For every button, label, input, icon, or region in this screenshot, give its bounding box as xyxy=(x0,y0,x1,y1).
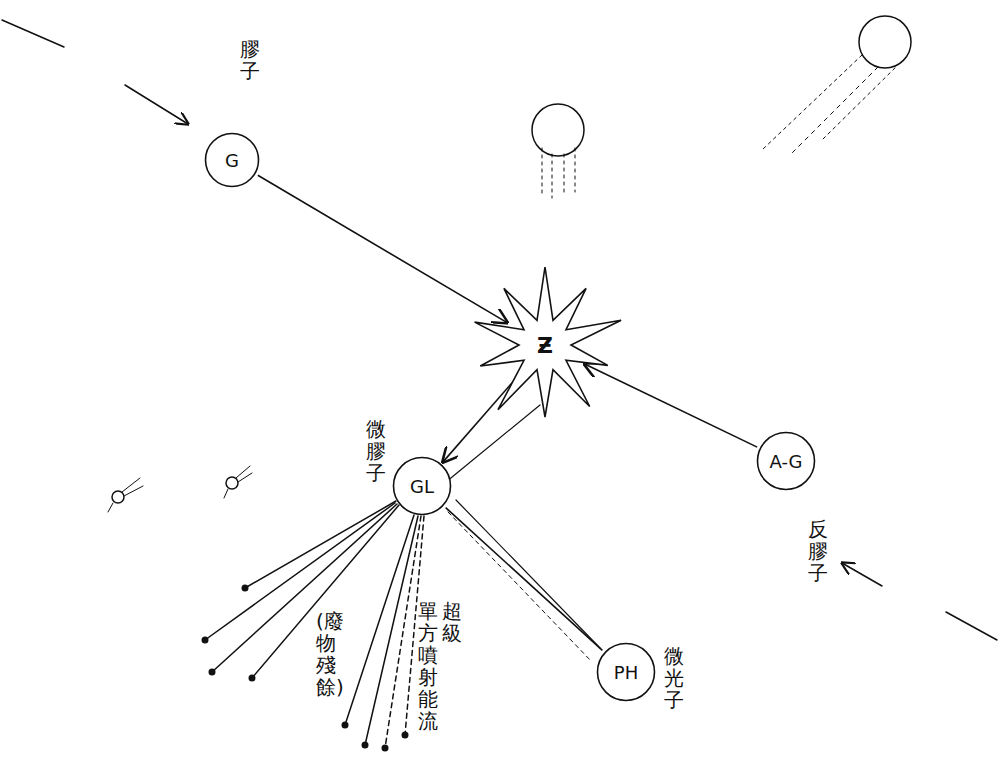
cylinder-particle xyxy=(762,16,911,155)
particle-name: 微光子 xyxy=(664,645,684,711)
track-arrow xyxy=(125,85,188,124)
particle-name: 反膠子 xyxy=(808,518,828,584)
jet-label: 單方噴射能流 xyxy=(418,600,438,732)
comet xyxy=(224,466,252,498)
particle-track xyxy=(446,508,603,651)
particle-circle: GL微膠子 xyxy=(392,456,452,516)
double-stroke xyxy=(448,512,592,662)
collision-star: Ƶ xyxy=(465,265,625,425)
jet-label: (廢物殘餘) xyxy=(316,610,336,698)
comet xyxy=(108,478,143,512)
particle-name: 膠子 xyxy=(240,38,260,82)
jet-label: 超級 xyxy=(442,600,462,644)
track-line xyxy=(2,20,64,47)
particle-symbol: G xyxy=(225,150,239,171)
particle-track xyxy=(585,364,758,447)
double-stroke xyxy=(456,500,600,648)
track-arrow xyxy=(842,563,882,586)
particle-circle: A-G反膠子 xyxy=(756,431,816,491)
particle-symbol: A-G xyxy=(769,451,802,472)
particle-track xyxy=(258,175,507,322)
jet-dots xyxy=(202,585,409,752)
particle-circle: G膠子 xyxy=(204,132,260,188)
track-line xyxy=(946,612,997,640)
cylinder-particle xyxy=(532,104,584,198)
particle-name: 微膠子 xyxy=(366,418,386,484)
energy-jet xyxy=(345,515,424,748)
particle-symbol: GL xyxy=(410,476,434,497)
particle-symbol: PH xyxy=(614,662,638,683)
particle-track xyxy=(443,378,516,462)
particle-circle: PH微光子 xyxy=(596,642,656,702)
particle-symbol: Ƶ xyxy=(537,333,553,358)
